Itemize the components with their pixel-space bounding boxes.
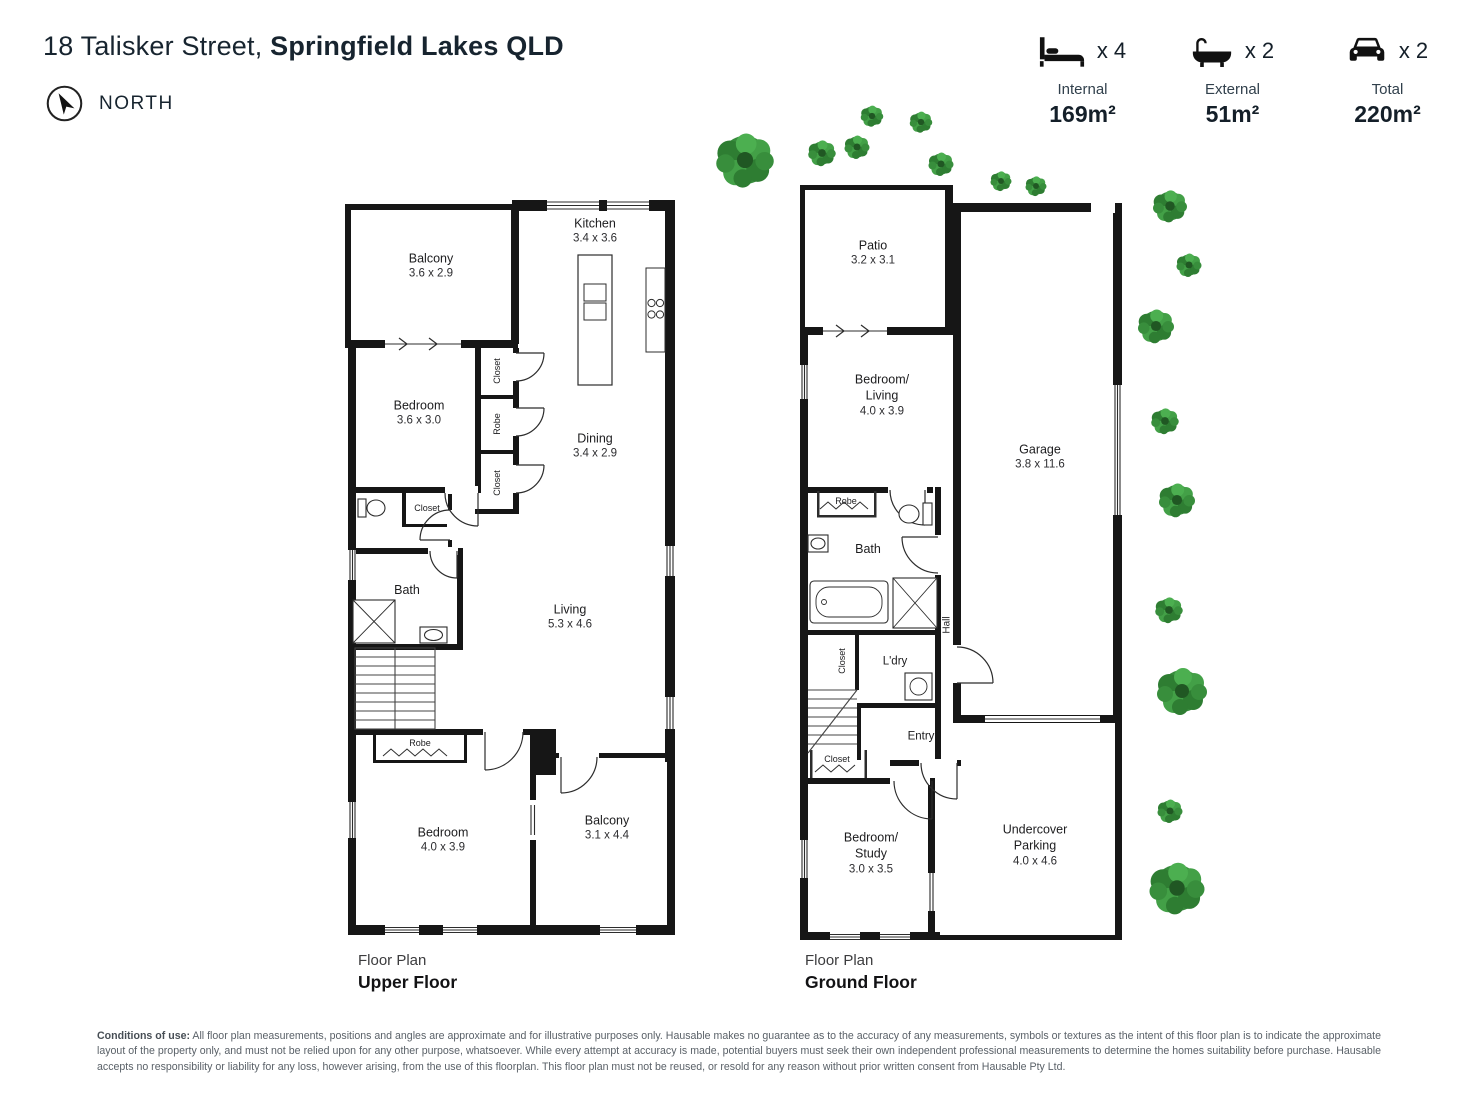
stat-internal: x 4 Internal 169m² — [1010, 32, 1155, 128]
windows-upper — [349, 201, 674, 934]
sliding-arrows-ground — [814, 324, 870, 773]
bath-fixtures-upper — [352, 498, 448, 644]
north-arrow-icon — [46, 85, 83, 122]
external-label: External — [1204, 81, 1261, 98]
internal-value: 169m² — [1049, 101, 1116, 127]
bed-icon — [1039, 36, 1084, 67]
closet-label-ground-v: Closet — [837, 648, 847, 674]
bath-count-label: x 2 — [1244, 38, 1275, 63]
room-label-laundry: L'dry — [882, 655, 908, 668]
robe-label-1: Robe — [492, 413, 502, 435]
robe-label-ground: Robe — [835, 496, 857, 506]
total-label: Total — [1371, 81, 1404, 98]
tree-icon — [1159, 483, 1195, 518]
bed-count-label: x 4 — [1096, 38, 1127, 63]
closet-label-2: Closet — [492, 470, 502, 496]
room-label-patio: Patio 3.2 x 3.1 — [850, 238, 896, 267]
caption-upper-floor: Upper Floor — [358, 972, 458, 992]
room-label-bath-ground: Bath — [855, 541, 881, 556]
external-value: 51m² — [1205, 101, 1260, 127]
walls-ground — [800, 185, 1122, 940]
room-label-undercover-parking: Undercover Parking 4.0 x 4.6 — [1002, 822, 1068, 867]
room-label-garage: Garage 3.8 x 11.6 — [1015, 442, 1065, 471]
tree-icon — [808, 140, 836, 167]
ground-floor-plan: Patio 3.2 x 3.1 Bedroom/ Living 4.0 x 3.… — [795, 185, 1125, 940]
stairs-ground — [807, 689, 858, 754]
north-label: NORTH — [99, 92, 174, 114]
tree-icon — [844, 135, 870, 159]
tree-icon — [1151, 408, 1179, 435]
stat-total: x 2 Total 220m² — [1315, 32, 1460, 128]
tree-icon — [1157, 668, 1207, 715]
ground-floor-drawing — [800, 185, 1122, 940]
ground-floor-caption: Floor Plan Ground Floor — [805, 952, 917, 993]
room-label-living: Living 5.3 x 4.6 — [547, 602, 593, 631]
hall-label: Hall — [941, 616, 953, 634]
room-label-bedroom-living: Bedroom/ Living 4.0 x 3.9 — [854, 372, 910, 417]
disclaimer-text: All floor plan measurements, positions a… — [97, 1030, 1381, 1073]
closet-label-1: Closet — [492, 358, 502, 384]
kitchen-island — [577, 254, 666, 386]
bath-icon — [1192, 37, 1231, 67]
tree-icon — [1176, 253, 1202, 277]
closet-label-3: Closet — [414, 503, 440, 513]
car-count-label: x 2 — [1398, 38, 1429, 63]
tree-icon — [928, 152, 954, 176]
tree-icon — [1157, 799, 1183, 823]
disclaimer: Conditions of use: All floor plan measur… — [97, 1029, 1381, 1075]
tree-icon — [1138, 309, 1174, 344]
tree-icon — [1155, 597, 1183, 624]
car-icon — [1349, 37, 1385, 61]
room-label-balcony-lower: Balcony 3.1 x 4.4 — [584, 813, 630, 842]
disclaimer-lead: Conditions of use: — [97, 1030, 191, 1042]
tree-icon — [716, 133, 774, 188]
closet-label-ground-b: Closet — [824, 754, 850, 764]
room-label-entry: Entry — [907, 730, 935, 743]
caption-floor-plan-ground: Floor Plan — [805, 952, 874, 969]
total-value: 220m² — [1354, 101, 1421, 127]
upper-floor-plan: Balcony 3.6 x 2.9 Kitchen 3.4 x 3.6 Bedr… — [345, 200, 675, 935]
upper-floor-drawing — [345, 200, 675, 935]
tree-icon — [909, 111, 933, 133]
room-label-bath-upper: Bath — [394, 582, 420, 597]
room-label-dining: Dining 3.4 x 2.9 — [572, 431, 618, 460]
room-label-balcony-upper: Balcony 3.6 x 2.9 — [408, 251, 454, 280]
doors-upper — [419, 352, 598, 794]
room-label-bedroom-2: Bedroom 3.6 x 3.0 — [393, 398, 445, 427]
car-count: x 2 — [1315, 32, 1460, 70]
tree-icon — [1153, 190, 1187, 223]
room-label-bedroom-study: Bedroom/ Study 3.0 x 3.5 — [843, 830, 899, 875]
internal-label: Internal — [1057, 81, 1108, 98]
bath-fixtures-ground — [807, 502, 938, 701]
page-title: 18 Talisker Street, Springfield Lakes QL… — [43, 31, 564, 62]
bed-count: x 4 — [1010, 32, 1155, 70]
address-suburb: Springfield Lakes QLD — [270, 31, 564, 61]
sliding-door-arrows-upper — [382, 337, 448, 757]
address-street: 18 Talisker Street, — [43, 31, 263, 61]
upper-floor-caption: Floor Plan Upper Floor — [358, 952, 457, 993]
caption-ground-floor: Ground Floor — [805, 972, 917, 992]
north-indicator: NORTH — [46, 85, 174, 122]
tree-icon — [860, 105, 884, 127]
robe-label-2: Robe — [409, 738, 431, 748]
bath-count: x 2 — [1165, 32, 1300, 70]
stat-external: x 2 External 51m² — [1165, 32, 1300, 128]
caption-floor-plan-upper: Floor Plan — [358, 952, 427, 969]
room-label-kitchen: Kitchen 3.4 x 3.6 — [572, 216, 618, 245]
room-label-bedroom-1: Bedroom 4.0 x 3.9 — [417, 825, 469, 854]
robe-closet-walls-ground — [810, 491, 877, 778]
tree-icon — [1149, 862, 1205, 915]
stairs-upper — [354, 647, 436, 730]
windows-ground — [801, 330, 1121, 940]
